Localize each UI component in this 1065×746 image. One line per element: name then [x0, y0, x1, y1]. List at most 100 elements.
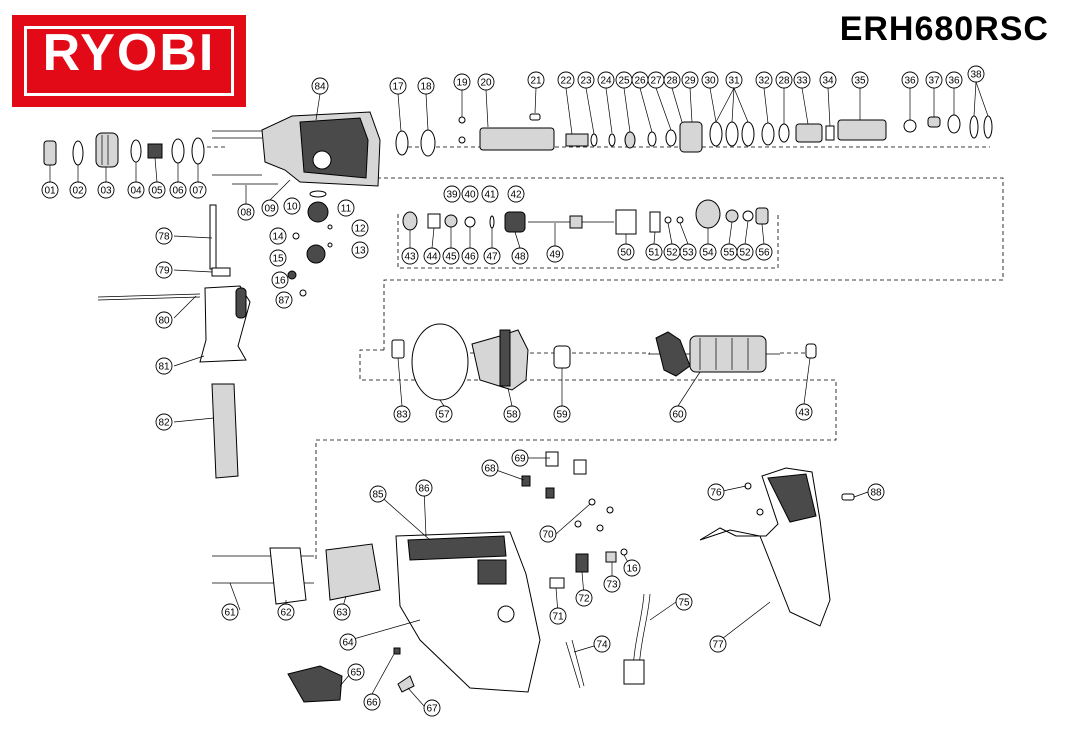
- svg-text:33: 33: [796, 76, 808, 87]
- callout-24: 24: [597, 71, 615, 89]
- svg-text:78: 78: [158, 232, 170, 243]
- callout-18: 18: [417, 77, 435, 95]
- callout-46: 46: [461, 247, 479, 265]
- svg-text:16: 16: [274, 276, 286, 287]
- callout-37: 37: [925, 71, 943, 89]
- callout-40: 40: [461, 185, 479, 203]
- svg-text:69: 69: [514, 454, 526, 465]
- callout-23: 23: [577, 71, 595, 89]
- callout-05: 05: [148, 181, 166, 199]
- gear-housing: [261, 111, 381, 187]
- callout-21: 21: [527, 71, 545, 89]
- callout-57: 57: [435, 405, 453, 423]
- electrical-group: [521, 451, 651, 689]
- svg-text:22: 22: [560, 76, 572, 87]
- svg-text:43: 43: [404, 252, 416, 263]
- svg-text:61: 61: [224, 608, 236, 619]
- svg-text:48: 48: [514, 252, 526, 263]
- callout-16a: 16: [271, 271, 289, 289]
- svg-text:66: 66: [366, 698, 378, 709]
- svg-text:13: 13: [354, 246, 366, 257]
- leader-lines: [49, 81, 989, 707]
- svg-text:26: 26: [634, 76, 646, 87]
- svg-text:23: 23: [580, 76, 592, 87]
- callout-19: 19: [453, 73, 471, 91]
- svg-text:18: 18: [420, 82, 432, 93]
- svg-text:28: 28: [666, 76, 678, 87]
- callout-58: 58: [503, 405, 521, 423]
- lower-housing-group: [212, 531, 541, 703]
- callout-14: 14: [269, 227, 287, 245]
- svg-text:01: 01: [44, 186, 56, 197]
- callout-02: 02: [69, 181, 87, 199]
- svg-text:80: 80: [158, 316, 170, 327]
- callout-27: 27: [647, 71, 665, 89]
- callout-31: 31: [725, 71, 743, 89]
- callout-83: 83: [393, 405, 411, 423]
- callout-85: 85: [369, 485, 387, 503]
- callout-51: 51: [645, 243, 663, 261]
- front-cap-group: [43, 130, 278, 185]
- callout-86: 86: [415, 479, 433, 497]
- svg-text:83: 83: [396, 410, 408, 421]
- callout-43a: 43: [401, 247, 419, 265]
- callout-30: 30: [701, 71, 719, 89]
- svg-text:45: 45: [445, 252, 457, 263]
- callout-65: 65: [347, 663, 365, 681]
- callout-08: 08: [237, 203, 255, 221]
- callout-04: 04: [127, 181, 145, 199]
- svg-text:75: 75: [678, 598, 690, 609]
- callout-33: 33: [793, 71, 811, 89]
- svg-text:44: 44: [426, 252, 438, 263]
- callout-25: 25: [615, 71, 633, 89]
- callout-64: 64: [339, 633, 357, 651]
- svg-text:85: 85: [372, 490, 384, 501]
- callout-12: 12: [351, 219, 369, 237]
- callout-28b: 28: [775, 71, 793, 89]
- callout-28a: 28: [663, 71, 681, 89]
- callout-39: 39: [443, 185, 461, 203]
- callout-71: 71: [549, 607, 567, 625]
- svg-text:72: 72: [578, 594, 590, 605]
- callout-45: 45: [442, 247, 460, 265]
- svg-text:30: 30: [704, 76, 716, 87]
- callout-79: 79: [155, 261, 173, 279]
- callout-77: 77: [709, 635, 727, 653]
- callout-44: 44: [423, 247, 441, 265]
- callout-06: 06: [169, 181, 187, 199]
- logo-border: [24, 26, 234, 96]
- callout-09: 09: [261, 199, 279, 217]
- callout-55: 55: [720, 243, 738, 261]
- callout-52b: 52: [736, 243, 754, 261]
- svg-text:52: 52: [739, 248, 751, 259]
- svg-text:09: 09: [264, 204, 276, 215]
- svg-text:42: 42: [510, 190, 522, 201]
- svg-text:74: 74: [596, 640, 608, 651]
- callout-11: 11: [337, 199, 355, 217]
- svg-text:12: 12: [354, 224, 366, 235]
- model-number: ERH680RSC: [839, 10, 1049, 48]
- callout-61: 61: [221, 603, 239, 621]
- svg-text:65: 65: [350, 668, 362, 679]
- callout-76: 76: [707, 483, 725, 501]
- svg-text:53: 53: [682, 248, 694, 259]
- svg-text:38: 38: [970, 70, 982, 81]
- callout-22: 22: [557, 71, 575, 89]
- callout-17: 17: [389, 77, 407, 95]
- svg-text:10: 10: [286, 202, 298, 213]
- callout-38: 38: [967, 65, 985, 83]
- side-handle-group: [97, 204, 251, 479]
- callout-62: 62: [277, 603, 295, 621]
- svg-text:02: 02: [72, 186, 84, 197]
- svg-text:77: 77: [712, 640, 724, 651]
- svg-text:40: 40: [464, 190, 476, 201]
- callout-74: 74: [593, 635, 611, 653]
- callout-59: 59: [553, 405, 571, 423]
- callout-35: 35: [851, 71, 869, 89]
- svg-text:20: 20: [480, 78, 492, 89]
- svg-text:57: 57: [438, 410, 450, 421]
- callout-84: 84: [311, 77, 329, 95]
- svg-text:04: 04: [130, 186, 142, 197]
- callout-56: 56: [755, 243, 773, 261]
- svg-text:29: 29: [684, 76, 696, 87]
